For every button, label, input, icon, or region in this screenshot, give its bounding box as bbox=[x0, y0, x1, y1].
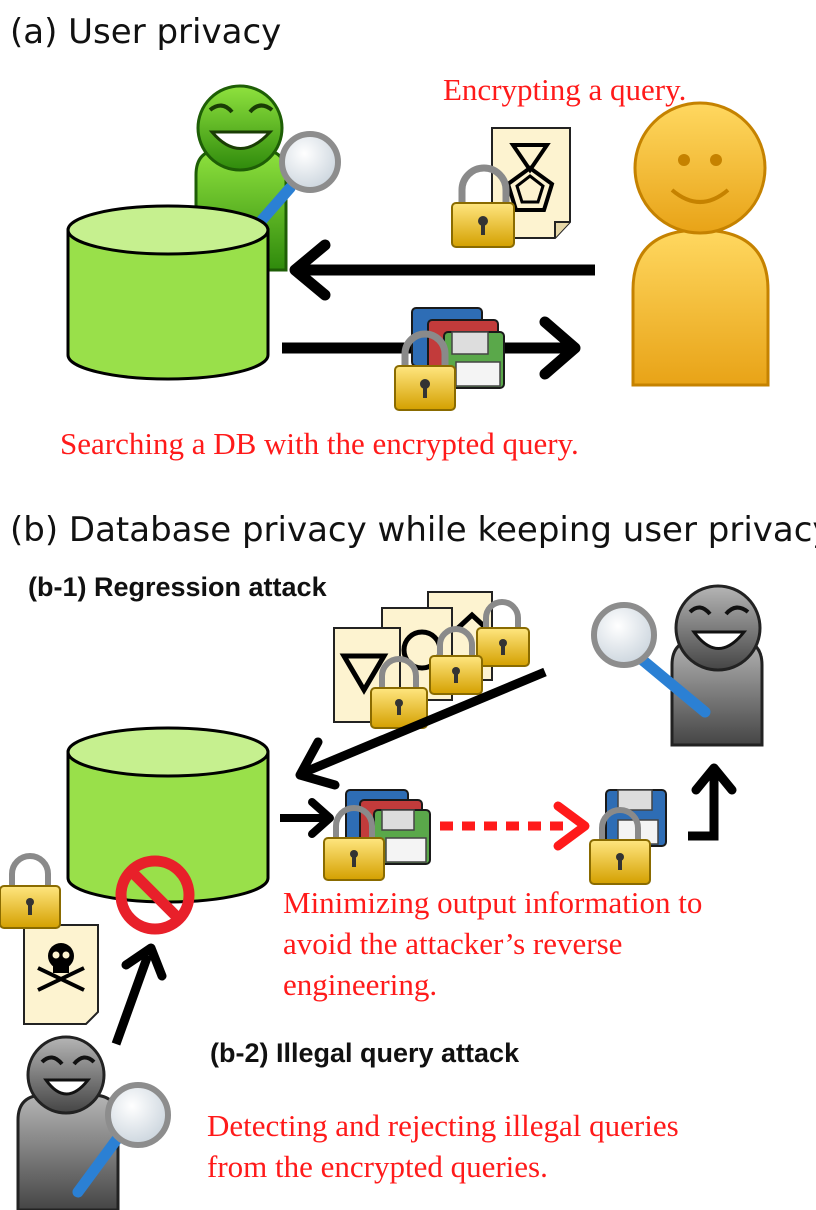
database-icon-a bbox=[66, 204, 270, 381]
section-b1-title: (b-1) Regression attack bbox=[28, 572, 327, 602]
padlock-icon-a2 bbox=[394, 330, 456, 411]
arrow-icon-b1-up bbox=[688, 763, 737, 841]
caption-encrypting-query: Encrypting a query. bbox=[443, 72, 687, 107]
section-b-title: (b) Database privacy while keeping user … bbox=[10, 510, 816, 550]
skull-icon bbox=[37, 943, 85, 992]
padlock-icon-a1 bbox=[451, 164, 515, 248]
caption-searching-db: Searching a DB with the encrypted query. bbox=[60, 426, 579, 461]
padlock-icon-b1-2 bbox=[429, 626, 483, 695]
attacker-icon-b2 bbox=[16, 1035, 120, 1210]
caption-b2-line-1: Detecting and rejecting illegal queries bbox=[207, 1108, 679, 1143]
attacker-icon-b1 bbox=[670, 584, 764, 747]
padlock-icon-b1-4 bbox=[323, 805, 385, 881]
document-icon-b2 bbox=[23, 924, 99, 1025]
padlock-icon-b1-1 bbox=[476, 599, 530, 667]
caption-b1-line-2: avoid the attacker’s reverse bbox=[283, 926, 623, 961]
caption-b1-line-1: Minimizing output information to bbox=[283, 885, 703, 920]
floppy-disk-icon-a bbox=[411, 307, 505, 389]
magnifier-icon-a bbox=[256, 131, 341, 226]
prohibited-icon bbox=[115, 855, 195, 935]
padlock-icon-b2 bbox=[0, 853, 61, 929]
caption-b2-line-2: from the encrypted queries. bbox=[207, 1149, 548, 1184]
padlock-icon-b1-5 bbox=[589, 807, 651, 885]
arrow-icon-b2 bbox=[111, 943, 167, 1046]
arrow-icon-b1-minimized bbox=[440, 801, 590, 851]
arrow-icon-b1-out bbox=[280, 798, 334, 838]
magnifier-icon-b1 bbox=[591, 602, 711, 718]
section-a-title: (a) User privacy bbox=[10, 12, 282, 52]
magnifier-icon-b2 bbox=[72, 1082, 171, 1198]
section-b2-title: (b-2) Illegal query attack bbox=[210, 1038, 520, 1068]
database-icon-b bbox=[66, 726, 270, 904]
arrow-icon-b1-in bbox=[295, 667, 547, 790]
caption-b1-line-3: engineering. bbox=[283, 967, 438, 1002]
arrow-icon-a-left bbox=[289, 239, 595, 301]
user-icon bbox=[631, 101, 770, 387]
